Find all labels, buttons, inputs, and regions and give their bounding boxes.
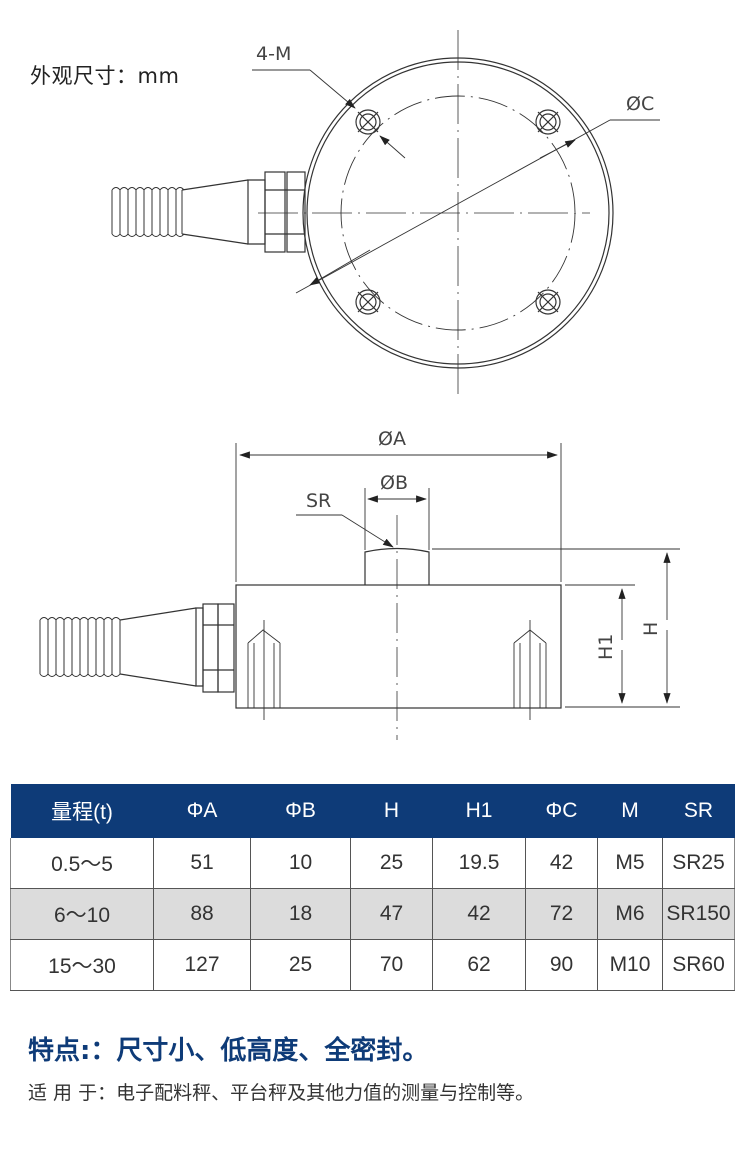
- cell: 0.5～5: [10, 838, 154, 889]
- cell: 25: [350, 838, 433, 889]
- usage-text: 适 用 于：电子配料秤、平台秤及其他力值的测量与控制等。: [28, 1082, 535, 1104]
- sphere-radius-label: SR: [306, 490, 331, 512]
- mounting-holes: [355, 109, 561, 315]
- body-height-label: H1: [595, 634, 617, 660]
- cell: 6～10: [10, 888, 154, 940]
- cell: M5: [597, 838, 663, 889]
- col-header-sr: SR: [662, 784, 735, 838]
- col-header-h: H: [350, 784, 433, 838]
- total-height-label: H: [640, 622, 662, 636]
- cell: 90: [525, 939, 598, 991]
- cell: 19.5: [432, 838, 526, 889]
- cell: M6: [597, 888, 663, 940]
- cell: M10: [597, 939, 663, 991]
- cell: 18: [250, 888, 351, 940]
- cell: 127: [153, 939, 251, 991]
- unit-label: 外观尺寸：mm: [30, 64, 180, 88]
- cell: 72: [525, 888, 598, 940]
- col-header-h1: H1: [432, 784, 526, 838]
- features-title: 特点:：尺寸小、低高度、全密封。: [28, 1036, 429, 1066]
- outer-diameter-label: ØA: [378, 428, 406, 450]
- cell: 62: [432, 939, 526, 991]
- table-row: 0.5～5 51 10 25 19.5 42 M5 SR25: [10, 838, 735, 889]
- cell: 51: [153, 838, 251, 889]
- cable-spring: [111, 187, 185, 237]
- cell: SR150: [662, 888, 735, 940]
- col-header-m: M: [597, 784, 663, 838]
- holes-label: 4-M: [256, 43, 291, 65]
- cell: 25: [250, 939, 351, 991]
- table-row: 6～10 88 18 47 42 72 M6 SR150: [10, 888, 735, 940]
- threaded-hole-right: [513, 620, 547, 720]
- cell: 47: [350, 888, 433, 940]
- cell: SR60: [662, 939, 735, 991]
- cell: 15～30: [10, 939, 154, 991]
- cell: 88: [153, 888, 251, 940]
- col-header-range: 量程(t): [10, 784, 154, 838]
- col-header-b: ΦB: [250, 784, 351, 838]
- col-header-a: ΦA: [153, 784, 251, 838]
- table-row: 15～30 127 25 70 62 90 M10 SR60: [10, 939, 735, 991]
- top-view: [111, 30, 660, 395]
- spec-table: 量程(t) ΦA ΦB H H1 ΦC M SR 0.5～5 51 10 25 …: [10, 784, 735, 991]
- technical-drawing: 4-M ØC: [39, 30, 680, 740]
- col-header-c: ΦC: [525, 784, 598, 838]
- side-view: [39, 443, 680, 740]
- button-diameter-label: ØB: [380, 472, 408, 494]
- cell: 10: [250, 838, 351, 889]
- cell: SR25: [662, 838, 735, 889]
- cell: 42: [525, 838, 598, 889]
- table-header-row: 量程(t) ΦA ΦB H H1 ΦC M SR: [10, 784, 735, 838]
- cable-spring-side: [39, 617, 121, 677]
- cell: 70: [350, 939, 433, 991]
- threaded-hole-left: [247, 620, 281, 720]
- cell: 42: [432, 888, 526, 940]
- bolt-circle-label: ØC: [626, 93, 654, 115]
